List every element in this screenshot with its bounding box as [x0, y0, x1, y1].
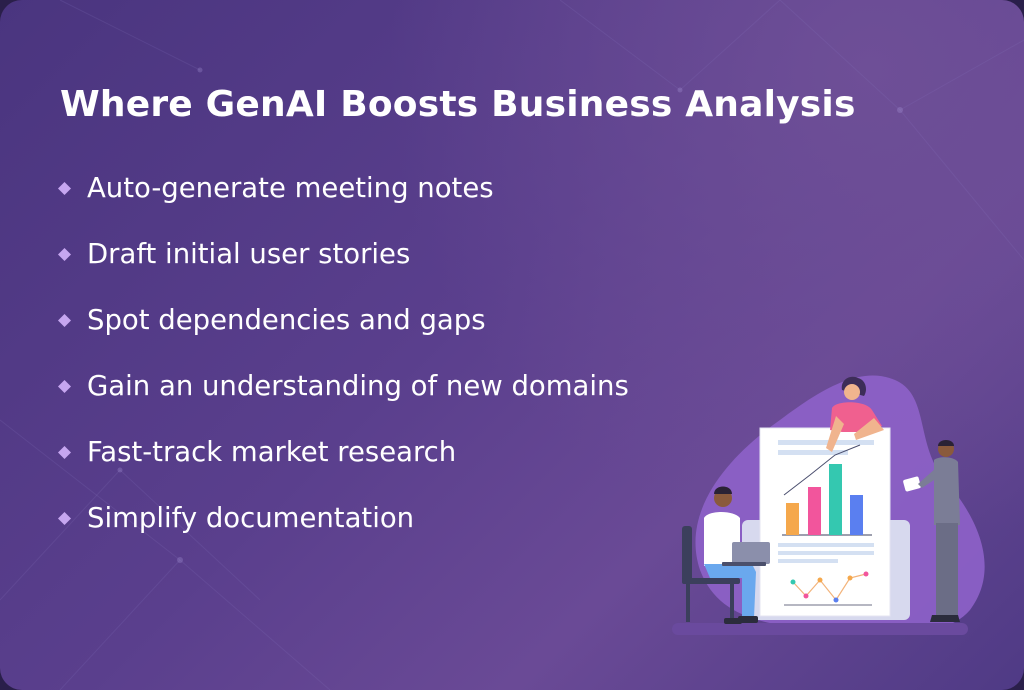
benefits-list: Auto-generate meeting notes Draft initia… — [58, 170, 629, 566]
sitting-man-shoe — [738, 616, 758, 623]
laptop-base — [722, 562, 766, 566]
chart-dot — [847, 575, 853, 581]
bar-blue — [850, 495, 863, 535]
list-item-text: Simplify documentation — [87, 502, 415, 534]
list-item-text: Draft initial user stories — [87, 238, 411, 270]
list-item: Spot dependencies and gaps — [58, 302, 629, 368]
man-hair — [938, 440, 954, 446]
laptop-screen — [732, 542, 770, 564]
diamond-bullet-icon — [58, 446, 71, 459]
bar-orange — [786, 503, 799, 535]
sitting-man-shirt — [704, 512, 740, 566]
sitting-man-shoe — [724, 618, 742, 624]
diamond-bullet-icon — [58, 314, 71, 327]
list-item-text: Fast-track market research — [87, 436, 457, 468]
man-legs — [936, 523, 958, 615]
list-item: Simplify documentation — [58, 500, 629, 566]
sitting-man-pants — [704, 564, 756, 618]
doc-line — [778, 551, 874, 555]
man-jacket — [934, 457, 960, 525]
list-item-text: Gain an understanding of new domains — [87, 370, 629, 402]
doc-line — [778, 440, 874, 445]
chart-dot — [790, 579, 796, 585]
list-item-text: Spot dependencies and gaps — [87, 304, 486, 336]
diamond-bullet-icon — [58, 512, 71, 525]
page-title: Where GenAI Boosts Business Analysis — [60, 84, 856, 125]
chart-dot — [803, 593, 809, 599]
list-item: Auto-generate meeting notes — [58, 170, 629, 236]
list-item: Draft initial user stories — [58, 236, 629, 302]
diamond-bullet-icon — [58, 182, 71, 195]
bar-pink — [808, 487, 821, 535]
man-shoe — [930, 615, 960, 622]
business-analysts-chart-illustration — [672, 375, 985, 635]
list-item-text: Auto-generate meeting notes — [87, 172, 494, 204]
doc-line — [778, 450, 848, 455]
diamond-bullet-icon — [58, 380, 71, 393]
chart-dot — [863, 571, 869, 577]
list-item: Gain an understanding of new domains — [58, 368, 629, 434]
bar-teal — [829, 464, 842, 535]
trend-line — [783, 444, 861, 496]
chart-document — [759, 427, 891, 617]
chart-dot — [817, 577, 823, 583]
doc-line — [778, 559, 838, 563]
woman-arm — [826, 416, 844, 452]
dot-line-chart — [792, 573, 867, 602]
man-tablet — [903, 476, 921, 492]
sitting-man-hair — [714, 486, 732, 494]
chair-leg — [730, 584, 734, 622]
chair-back — [682, 526, 692, 582]
list-item: Fast-track market research — [58, 434, 629, 500]
woman-arm — [854, 418, 884, 440]
woman-head — [844, 384, 860, 400]
floor-shadow — [672, 623, 968, 635]
chart-dot — [833, 597, 839, 603]
doc-line — [778, 543, 874, 547]
diamond-bullet-icon — [58, 248, 71, 261]
chair-seat — [682, 578, 740, 584]
chair-leg — [686, 584, 690, 622]
man-arm — [918, 468, 940, 488]
